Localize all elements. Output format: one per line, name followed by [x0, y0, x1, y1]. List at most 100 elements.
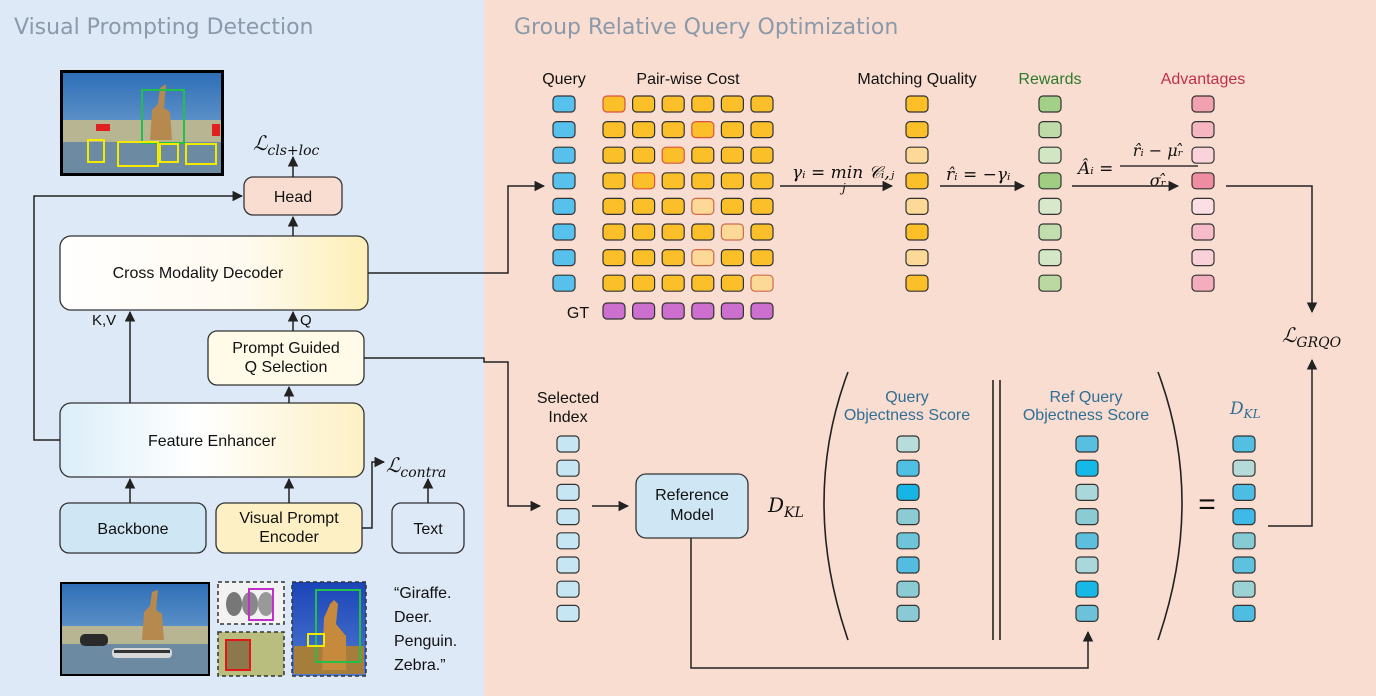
selected-index-cell: [556, 508, 580, 526]
quality-cell: [905, 172, 929, 190]
reward-cell: [1038, 249, 1062, 267]
dkl-cell: [1232, 483, 1256, 501]
text-label: Text: [413, 521, 443, 538]
backbone-label: Backbone: [97, 521, 168, 538]
vpe-label-1: Visual Prompt: [239, 510, 339, 527]
advantage-cell: [1191, 172, 1215, 190]
reward-cell: [1038, 120, 1062, 139]
query-cell: [552, 120, 576, 139]
cost-cell: [602, 146, 626, 164]
advantage-formula-num: r̂ᵢ − μᵣ̂: [1133, 141, 1184, 160]
left-arrows: [33, 155, 434, 529]
gt-cell: [720, 302, 745, 320]
dkl-column: [1232, 435, 1256, 623]
reference-model-label-2: Model: [670, 507, 714, 524]
detection-output-image: [60, 70, 224, 176]
cost-cell: [631, 172, 656, 190]
kv-label: K,V: [92, 312, 116, 329]
cost-cell: [750, 95, 774, 113]
input-image: [60, 582, 210, 676]
query-cell: [552, 249, 576, 267]
dkl-symbol: DKL: [767, 493, 804, 521]
query-column: [552, 95, 576, 292]
reference-model-block: [635, 473, 749, 539]
advantages-column: [1191, 95, 1215, 292]
cost-cell: [661, 95, 685, 113]
cost-cell: [661, 274, 685, 292]
cost-cell: [661, 146, 685, 164]
cost-cell: [691, 249, 715, 267]
cost-cell: [691, 95, 715, 113]
feature-enhancer-label: Feature Enhancer: [148, 433, 277, 450]
cost-cell: [602, 172, 626, 190]
left-panel-title: Visual Prompting Detection: [14, 15, 313, 40]
prompt-text-line-3: Penguin.: [394, 633, 457, 650]
cost-cell: [661, 172, 685, 190]
query-score-cell: [896, 532, 920, 550]
cost-cell: [720, 274, 745, 292]
query-cell: [552, 172, 576, 190]
quality-cell: [905, 120, 929, 139]
giraffe-prompt-image: [291, 581, 367, 677]
dkl-cell: [1232, 435, 1256, 453]
advantage-cell: [1191, 120, 1215, 139]
cost-cell: [602, 95, 626, 113]
selected-index-cell: [556, 580, 580, 598]
vpe-label-2: Encoder: [259, 529, 319, 546]
cost-cell: [720, 172, 745, 190]
dkl-cell: [1232, 459, 1256, 477]
cost-cell: [691, 146, 715, 164]
cost-cell: [691, 172, 715, 190]
cost-cell: [691, 223, 715, 241]
query-score-cell: [896, 508, 920, 526]
cost-cell: [691, 120, 715, 139]
ref-query-score-cell: [1075, 459, 1099, 477]
ref-query-score-cell: [1075, 532, 1099, 550]
dkl-column-header: DKL: [1229, 399, 1261, 421]
advantage-cell: [1191, 95, 1215, 113]
quality-cell: [905, 223, 929, 241]
cost-cell: [750, 146, 774, 164]
selected-index-cell: [556, 459, 580, 477]
query-cell: [552, 95, 576, 113]
query-score-cell: [896, 556, 920, 574]
selected-index-cell: [556, 532, 580, 550]
query-cell: [552, 146, 576, 164]
gt-cell: [661, 302, 685, 320]
ref-query-score-cell: [1075, 556, 1099, 574]
query-objectness-label-2: Objectness Score: [844, 407, 970, 424]
dkl-cell: [1232, 580, 1256, 598]
ref-objectness-label-1: Ref Query: [1050, 389, 1123, 406]
cost-cell: [631, 95, 656, 113]
selected-index-label-1: Selected: [537, 390, 599, 407]
reward-cell: [1038, 223, 1062, 241]
ref-query-score-cell: [1075, 580, 1099, 598]
prompt-text-line-4: Zebra.”: [394, 657, 446, 674]
prompt-text-line-2: Deer.: [394, 609, 432, 626]
prompt-text: “Giraffe. Deer. Penguin. Zebra.”: [394, 585, 457, 674]
cost-cell: [631, 274, 656, 292]
gt-cell: [631, 302, 656, 320]
cost-cell: [631, 249, 656, 267]
cost-cell: [750, 172, 774, 190]
dkl-cell: [1232, 532, 1256, 550]
penguin-prompt-image: [217, 581, 285, 625]
advantage-cell: [1191, 146, 1215, 164]
cost-cell: [602, 223, 626, 241]
cost-cell: [720, 120, 745, 139]
cost-cell: [661, 197, 685, 215]
reference-model-label-1: Reference: [655, 487, 729, 504]
pairwise-cost-header: Pair-wise Cost: [636, 71, 740, 88]
cost-cell: [631, 223, 656, 241]
quality-cell: [905, 197, 929, 215]
cost-cell: [750, 249, 774, 267]
query-score-cell: [896, 604, 920, 623]
advantage-cell: [1191, 197, 1215, 215]
selected-index-cell: [556, 556, 580, 574]
cost-cell: [750, 197, 774, 215]
selected-index-column: [556, 435, 580, 623]
reward-cell: [1038, 146, 1062, 164]
gt-cell: [602, 302, 626, 320]
